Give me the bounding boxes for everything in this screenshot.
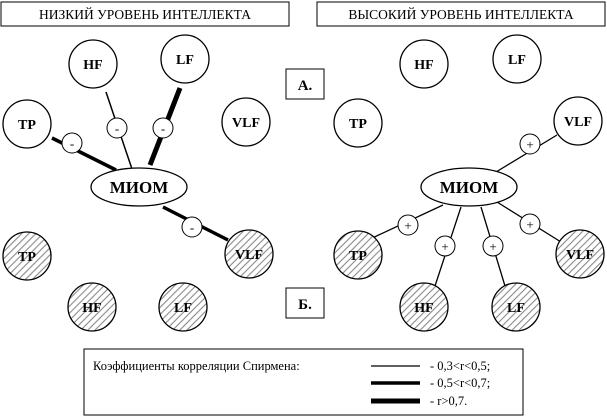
node-left-vlf-bottom-label: VLF — [235, 248, 263, 263]
header-left-text: НИЗКИЙ УРОВЕНЬ ИНТЕЛЛЕКТА — [39, 7, 251, 22]
sign-right-lf-text: + — [489, 239, 496, 254]
header-right-text: ВЫСОКИЙ УРОВЕНЬ ИНТЕЛЛЕКТА — [348, 7, 573, 22]
node-right-vlf-top-label: VLF — [564, 115, 592, 130]
node-right-tp-bottom — [333, 230, 383, 280]
sign-left-vlf-text: - — [190, 220, 194, 235]
node-right-lf-top-label: LF — [508, 53, 526, 68]
node-left-hf-top-label: HF — [83, 58, 102, 73]
center-node-right-label: МИОМ — [440, 178, 499, 197]
sign-left-lf-text: - — [161, 121, 165, 136]
center-node-right — [420, 167, 518, 207]
header-left: НИЗКИЙ УРОВЕНЬ ИНТЕЛЛЕКТА — [0, 1, 290, 27]
center-node-left-label: МИОМ — [110, 178, 169, 197]
node-left-vlf-top-label: VLF — [232, 116, 260, 131]
sign-right-vlf-bottom-text: + — [526, 217, 533, 232]
panel-label-a: А. — [285, 68, 325, 100]
node-right-lf-bottom-label: LF — [507, 301, 525, 316]
sign-left-hf — [106, 117, 128, 139]
node-left-tp-bottom-label: TP — [18, 250, 36, 265]
node-left-lf-bottom — [158, 282, 208, 332]
node-right-lf-bottom — [491, 282, 541, 332]
legend: Коэффициенты корреляции Спирмена: - 0,3<… — [83, 348, 524, 416]
center-node-left — [90, 167, 188, 207]
legend-label-weak: - 0,3<r<0,5; — [430, 359, 490, 373]
left-diagram: HF LF TP VLF МИОМ - - - - TP VLF HF LF — [2, 34, 274, 332]
sign-left-tp-text: - — [70, 136, 74, 151]
node-left-lf-top — [160, 34, 210, 84]
sign-left-vlf — [181, 216, 203, 238]
node-left-hf-top — [68, 39, 118, 89]
sign-right-vlf-top — [519, 133, 541, 155]
node-left-hf-bottom — [67, 282, 117, 332]
node-right-vlf-top — [553, 96, 603, 146]
node-right-vlf-bottom — [555, 229, 605, 279]
sign-right-lf — [482, 235, 504, 257]
sign-right-vlf-top-text: + — [526, 137, 533, 152]
right-diagram: HF LF TP VLF МИОМ + + + + + TP VLF HF LF — [333, 34, 605, 332]
sign-right-hf-text: + — [441, 239, 448, 254]
node-right-hf-bottom-label: HF — [414, 301, 433, 316]
node-right-lf-top — [492, 34, 542, 84]
node-left-hf-bottom-label: HF — [82, 301, 101, 316]
sign-right-hf — [434, 235, 456, 257]
node-left-tp-bottom — [2, 231, 52, 281]
sign-right-vlf-bottom — [519, 213, 541, 235]
node-right-hf-bottom — [399, 282, 449, 332]
node-left-vlf-bottom — [224, 229, 274, 279]
sign-left-lf — [152, 117, 174, 139]
sign-right-tp — [397, 214, 419, 236]
node-left-lf-bottom-label: LF — [174, 301, 192, 316]
panel-label-b-text: Б. — [298, 297, 312, 313]
legend-label-medium: - 0,5<r<0,7; — [430, 376, 490, 390]
legend-label-strong: - r>0,7. — [430, 394, 467, 408]
node-left-tp-top-label: TP — [18, 118, 36, 133]
node-left-lf-top-label: LF — [176, 53, 194, 68]
legend-title: Коэффициенты корреляции Спирмена: — [93, 359, 300, 373]
node-left-vlf-top — [221, 97, 271, 147]
panel-label-b: Б. — [285, 287, 325, 319]
header-right: ВЫСОКИЙ УРОВЕНЬ ИНТЕЛЛЕКТА — [316, 1, 606, 27]
node-right-hf-top-label: HF — [414, 58, 433, 73]
node-right-tp-top-label: TP — [349, 117, 367, 132]
sign-left-tp — [61, 132, 83, 154]
node-right-hf-top — [399, 39, 449, 89]
node-right-vlf-bottom-label: VLF — [566, 248, 594, 263]
node-right-tp-bottom-label: TP — [349, 249, 367, 264]
sign-right-tp-text: + — [404, 218, 411, 233]
sign-left-hf-text: - — [115, 121, 119, 136]
node-left-tp-top — [2, 99, 52, 149]
node-right-tp-top — [333, 98, 383, 148]
panel-label-a-text: А. — [298, 78, 313, 94]
